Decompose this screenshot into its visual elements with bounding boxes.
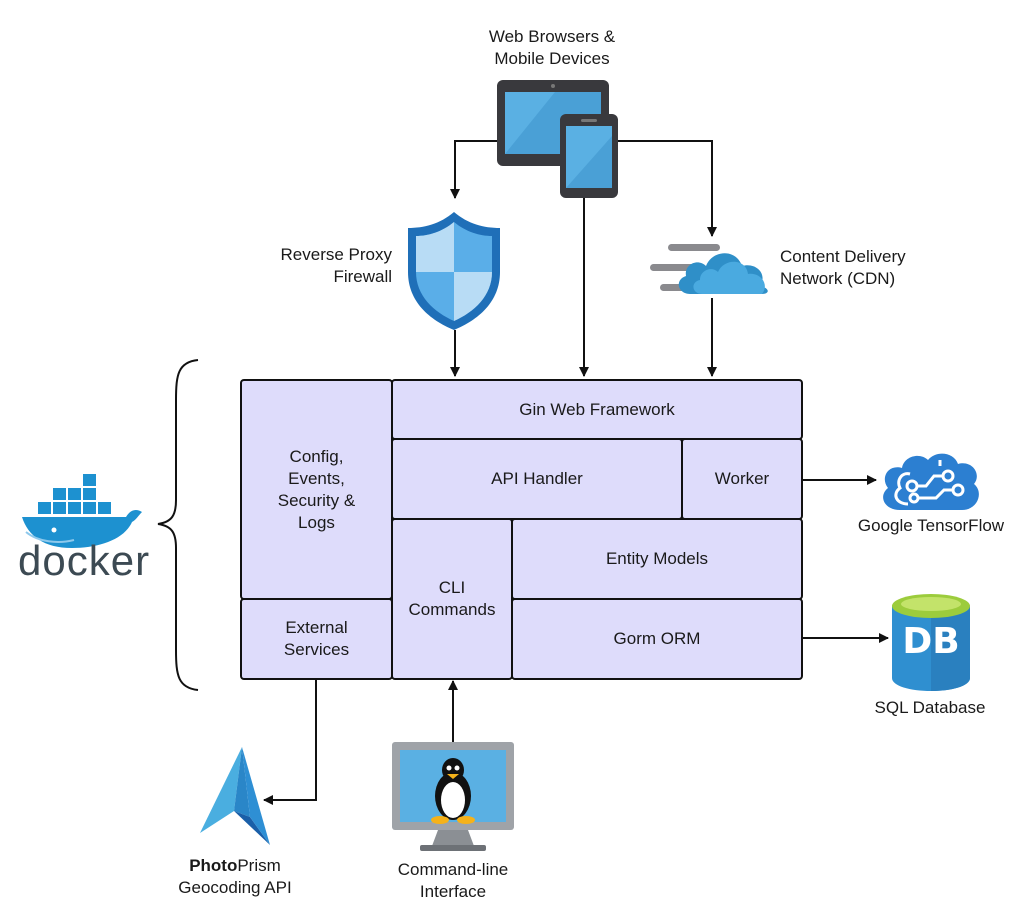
tensorflow-label: Google TensorFlow [857, 516, 1005, 535]
entity-models-box: Entity Models [511, 518, 803, 600]
shield-icon [408, 212, 500, 330]
photoprism-logo-icon [200, 747, 270, 845]
linux-monitor-icon [392, 742, 514, 851]
photoprism-label: PhotoPrism Geocoding API [178, 856, 292, 897]
docker-brace [157, 359, 199, 691]
brain-circuit-icon [883, 453, 979, 510]
docker-wordmark: docker [18, 537, 151, 584]
api-handler-box: API Handler [391, 438, 683, 520]
arrow-devices-to-firewall [450, 140, 497, 199]
cloud-icon [650, 244, 768, 294]
gorm-orm-box: Gorm ORM [511, 598, 803, 680]
gin-web-framework-box: Gin Web Framework [391, 379, 803, 440]
database-badge: DB [902, 621, 960, 662]
clients-label: Web Browsers &Mobile Devices [488, 27, 616, 68]
arrow-devices-to-cdn [617, 140, 717, 237]
config-events-box: Config,Events,Security &Logs [240, 379, 393, 600]
database-label: SQL Database [874, 698, 986, 717]
docker-whale-icon [22, 474, 142, 548]
database-icon [892, 594, 970, 691]
worker-box: Worker [681, 438, 803, 520]
arrow-external-to-photoprism [263, 680, 317, 805]
tablet-phone-icon [497, 80, 618, 198]
